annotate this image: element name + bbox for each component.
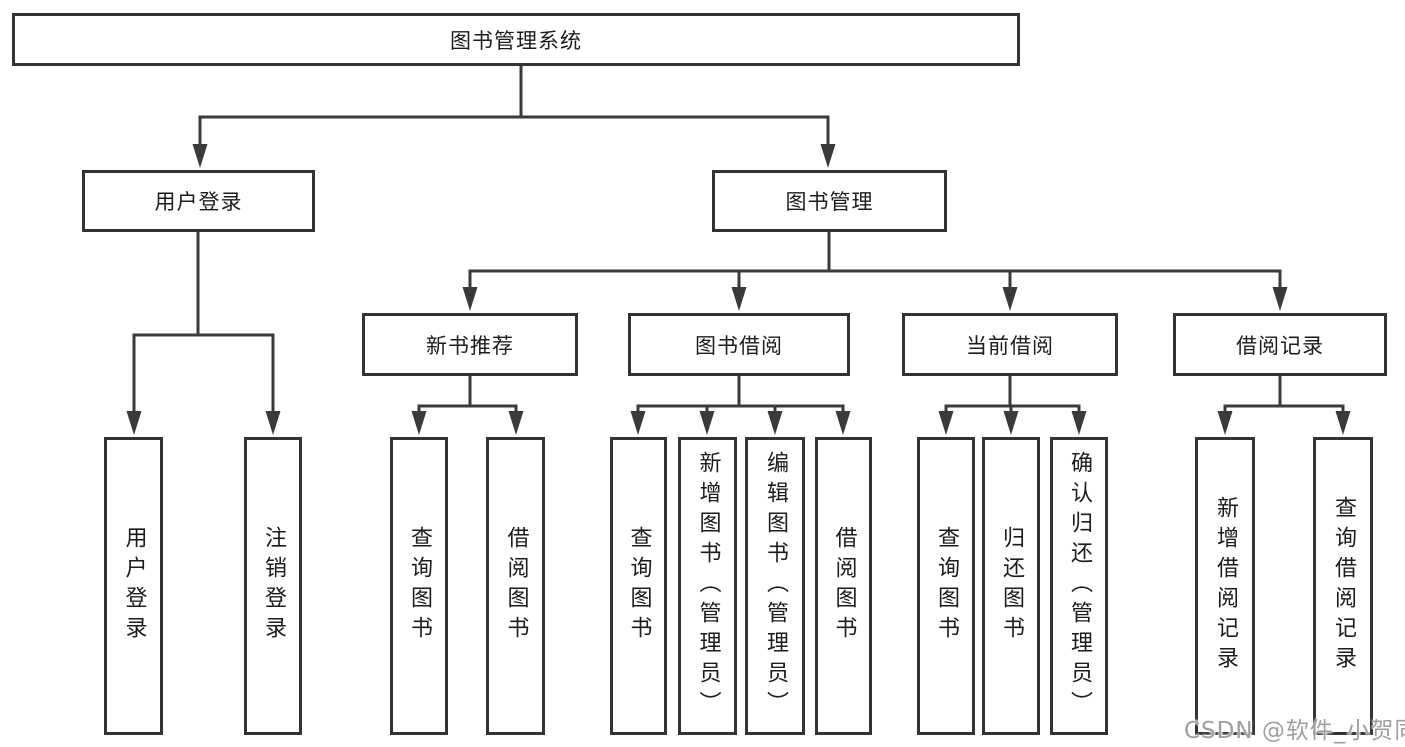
node-leaf-query-books-2-label: 查询图书 <box>626 526 652 646</box>
node-leaf-logout-label: 注销登录 <box>261 526 286 646</box>
node-leaf-borrow-books-1-label: 借阅图书 <box>503 526 529 646</box>
node-leaf-query-books-2: 查询图书 <box>610 437 667 735</box>
node-borrowing-records-label: 借阅记录 <box>1236 333 1324 358</box>
node-leaf-return-books-label: 归还图书 <box>999 526 1024 646</box>
node-leaf-query-borrow-record: 查询借阅记录 <box>1313 437 1373 735</box>
node-leaf-add-books-admin: 新增图书（管理员） <box>678 437 737 735</box>
node-leaf-return-books: 归还图书 <box>982 437 1040 735</box>
node-leaf-borrow-books-2-label: 借阅图书 <box>831 526 857 646</box>
node-leaf-query-books-3: 查询图书 <box>917 437 975 735</box>
node-new-book-recommend: 新书推荐 <box>362 313 578 376</box>
node-leaf-query-borrow-record-label: 查询借阅记录 <box>1331 496 1356 676</box>
node-leaf-add-borrow-record-label: 新增借阅记录 <box>1213 496 1238 676</box>
node-leaf-edit-books-admin: 编辑图书（管理员） <box>745 437 805 735</box>
node-root-label: 图书管理系统 <box>450 28 582 53</box>
csdn-watermark: CSDN @软件_小贺同学 <box>1184 718 1405 744</box>
node-leaf-borrow-books-2: 借阅图书 <box>815 437 872 735</box>
node-leaf-add-books-admin-label: 新增图书（管理员） <box>695 451 721 721</box>
node-leaf-confirm-return-admin: 确认归还（管理员） <box>1050 437 1108 735</box>
node-leaf-query-books-3-label: 查询图书 <box>934 526 959 646</box>
node-book-management: 图书管理 <box>712 170 947 232</box>
node-leaf-confirm-return-admin-label: 确认归还（管理员） <box>1067 451 1092 721</box>
node-leaf-query-books-1: 查询图书 <box>390 437 448 735</box>
node-leaf-logout: 注销登录 <box>244 437 302 735</box>
node-current-borrowing-label: 当前借阅 <box>966 333 1054 358</box>
node-current-borrowing: 当前借阅 <box>902 313 1118 376</box>
node-leaf-user-login: 用户登录 <box>104 437 163 735</box>
node-leaf-add-borrow-record: 新增借阅记录 <box>1195 437 1255 735</box>
node-leaf-query-books-1-label: 查询图书 <box>407 526 432 646</box>
node-book-borrowing-label: 图书借阅 <box>695 333 783 358</box>
node-user-login: 用户登录 <box>82 170 315 232</box>
node-user-login-label: 用户登录 <box>154 190 243 214</box>
node-new-book-recommend-label: 新书推荐 <box>426 333 514 358</box>
node-leaf-edit-books-admin-label: 编辑图书（管理员） <box>763 451 788 721</box>
node-borrowing-records: 借阅记录 <box>1173 313 1387 376</box>
node-leaf-borrow-books-1: 借阅图书 <box>486 437 545 735</box>
node-book-borrowing: 图书借阅 <box>628 313 850 376</box>
node-root: 图书管理系统 <box>12 13 1020 66</box>
node-book-management-label: 图书管理 <box>785 190 874 214</box>
node-leaf-user-login-label: 用户登录 <box>121 526 147 646</box>
